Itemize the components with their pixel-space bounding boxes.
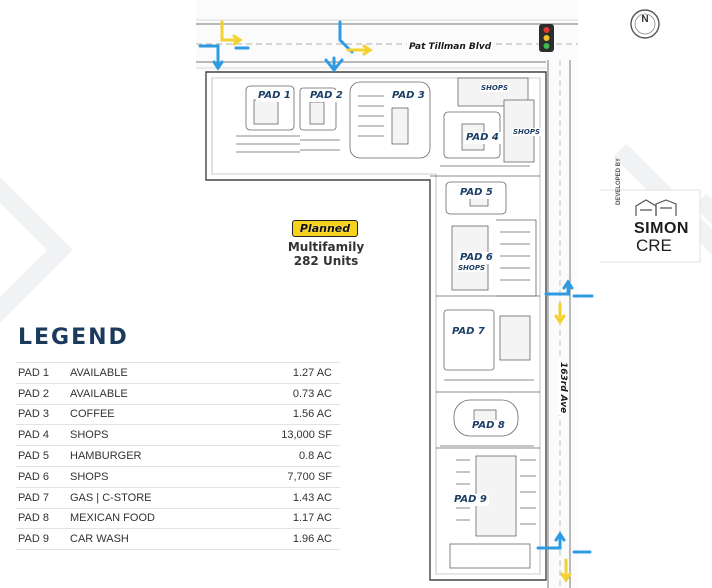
legend-use-cell: MEXICAN FOOD [68,507,242,529]
street-label-east: 163rd Ave [558,360,568,416]
legend-pad-cell: PAD 3 [16,403,68,425]
legend-pad-cell: PAD 2 [16,382,68,405]
legend-use-cell: COFFEE [68,403,242,425]
pad-6-label: PAD 6 [458,252,495,264]
shops-label: SHOPS [457,264,487,272]
legend-use-cell: HAMBURGER [68,445,242,467]
legend-pad-cell: PAD 1 [16,362,68,384]
pad-4-label: PAD 4 [464,132,501,144]
north-compass-icon [630,9,660,39]
shops-label: SHOPS [480,84,510,92]
legend-size-cell: 1.96 AC [242,528,340,551]
legend-use-cell: SHOPS [68,465,242,488]
pad-1-label: PAD 1 [256,90,293,102]
pat-tillman-road [196,0,578,70]
developer-name-simon: SIMON [634,220,689,237]
street-label-north: Pat Tillman Blvd [407,42,494,52]
legend-pad-cell: PAD 7 [16,486,68,509]
legend-size-cell: 1.56 AC [242,403,340,425]
pad-7-label: PAD 7 [450,326,487,338]
multifamily-label: Multifamily [287,240,365,254]
legend-size-cell: 0.73 AC [242,382,340,405]
legend-use-cell: SHOPS [68,424,242,446]
legend-size-cell: 1.43 AC [242,486,340,509]
legend-pad-cell: PAD 8 [16,507,68,529]
shops-label: SHOPS [512,128,542,136]
legend-size-cell: 7,700 SF [242,465,340,488]
legend-use-cell: AVAILABLE [68,362,242,384]
north-compass-letter: N [641,14,649,25]
traffic-arrows [198,20,594,583]
building-logo-icon [635,199,677,216]
legend-size-cell: 0.8 AC [242,445,340,467]
legend-pad-cell: PAD 6 [16,465,68,488]
pad-5-label: PAD 5 [458,187,495,199]
site-boundary [205,71,547,581]
legend-size-cell: 13,000 SF [242,424,340,446]
planned-badge: Planned [292,220,358,237]
legend-size-cell: 1.17 AC [242,507,340,529]
traffic-light-icon [539,24,554,52]
developer-card [600,189,701,263]
units-label: 282 Units [293,254,359,268]
pad-9-label: PAD 9 [452,494,489,506]
site-setback [211,77,541,575]
developer-prefix: DEVELOPED BY [616,157,622,205]
developer-name-cre: CRE [636,236,672,255]
pad-3-label: PAD 3 [390,90,427,102]
pad-8-label: PAD 8 [470,420,507,432]
legend-use-cell: CAR WASH [68,528,242,551]
163rd-ave-road [546,60,578,588]
pad-2-label: PAD 2 [308,90,345,102]
legend-pad-cell: PAD 4 [16,424,68,446]
legend-size-cell: 1.27 AC [242,362,340,384]
legend-title: LEGEND [18,325,129,350]
legend-pad-cell: PAD 9 [16,528,68,551]
legend-use-cell: AVAILABLE [68,382,242,405]
legend-use-cell: GAS | C-STORE [68,486,242,509]
legend-pad-cell: PAD 5 [16,445,68,467]
